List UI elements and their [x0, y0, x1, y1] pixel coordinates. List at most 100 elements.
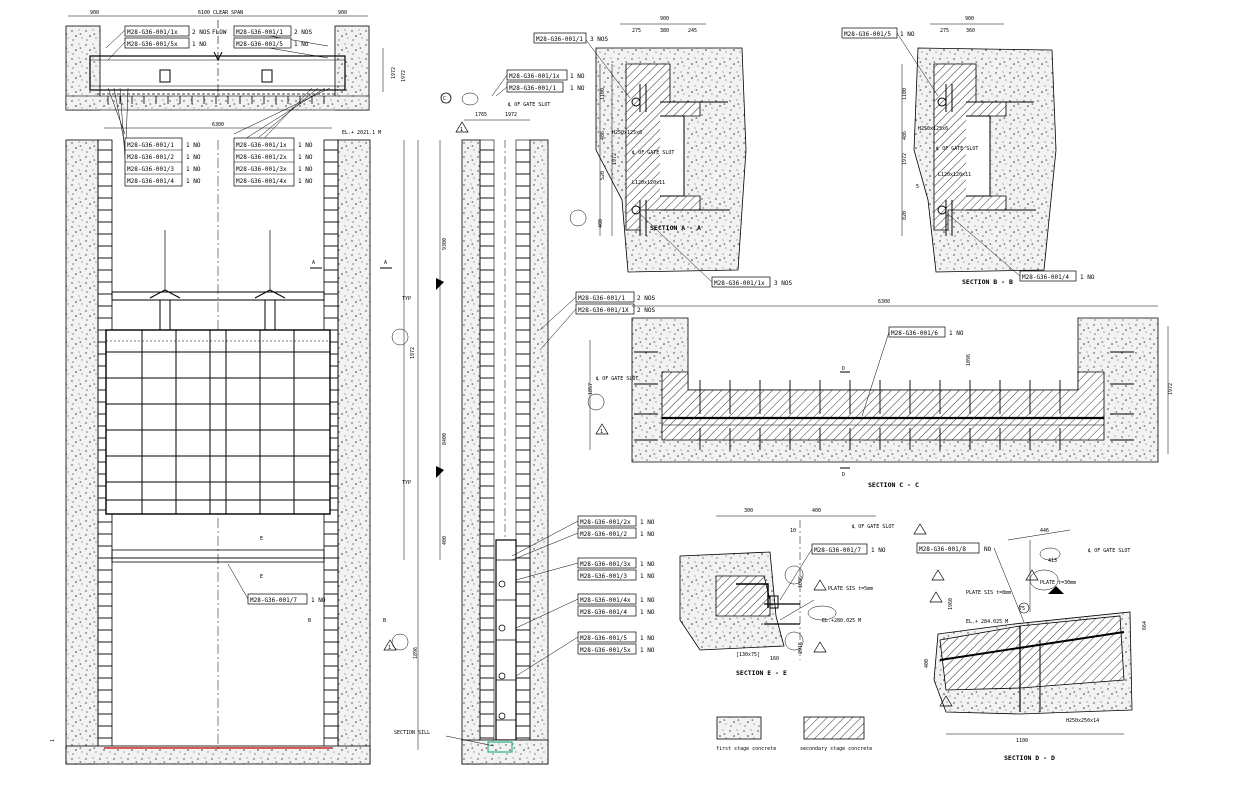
top-plan-view: FLOW 900 6100 CLEAR SPAN 900 1972 1972 C	[65, 10, 452, 171]
dim: 245	[688, 28, 697, 34]
part-tag: M28-G36-001/1	[236, 29, 283, 36]
part-tag: M28-G36-001/5x	[127, 41, 178, 48]
gate-slot-label: ℄ OF GATE SLOT	[507, 102, 550, 108]
section-title: SECTION E - E	[736, 669, 787, 677]
part-tag: M28-G36-001/1X	[578, 307, 629, 314]
cut-a-right: A	[384, 260, 387, 266]
part-qty: 2 NOS	[637, 307, 655, 314]
dim: 1100	[902, 88, 908, 100]
part-qty: 1 NO	[640, 531, 655, 538]
section-d-d: 446 413 ℄ OF GATE SLOT M28-G36-001/8 NO …	[913, 523, 1148, 762]
part-tag: M28-G36-001/4x	[236, 178, 287, 185]
dim-1972-elev: 1972	[410, 347, 416, 359]
elevation-label: EL.+ 284.025 M	[966, 619, 1008, 625]
typ-label-b: TYP	[402, 480, 411, 486]
part-qty: 1 NO	[192, 41, 207, 48]
part-qty: 1 NO	[640, 561, 655, 568]
cut-b-right: B	[383, 618, 386, 624]
section-title: SECTION C - C	[868, 481, 919, 489]
legend-second: secondary stage concrete	[800, 746, 872, 752]
dim: 664	[1142, 621, 1148, 630]
dim: 1096	[966, 354, 972, 366]
part-tag: M28-G36-001/2x	[236, 154, 287, 161]
dim: 400	[812, 508, 821, 514]
front-elevation-view: 6300 EL.+ 2021.1 M	[50, 122, 419, 765]
legend-swatch-second	[803, 716, 865, 740]
section-sill-label: SECTION SILL	[394, 730, 430, 736]
dim: 413	[1048, 558, 1057, 564]
gate-slot-label: ℄ OF GATE SLOT	[595, 376, 638, 382]
dim: 900	[660, 16, 669, 22]
part-tag: M28-G36-001/3	[127, 166, 174, 173]
part-qty: 1 NO	[640, 635, 655, 642]
part-qty: 1 NO	[298, 142, 313, 149]
side-section-view: 1765 1972 ℄ OF GATE SLOT 9300 8400 400 T…	[394, 92, 550, 765]
dim: 446	[1040, 528, 1049, 534]
part-tag: M28-G36-001/1	[578, 295, 625, 302]
plate-label: PLATE SIS t=8mm	[966, 590, 1011, 596]
part-qty: 1 NO	[298, 154, 313, 161]
part-qty: 1 NO	[298, 178, 313, 185]
dim: 400	[924, 659, 930, 668]
part-qty: NO	[984, 546, 992, 553]
legend-first: first stage concrete	[716, 746, 776, 752]
dim: 300	[744, 508, 753, 514]
section-b-b: 900 275 360 1100 486 1972 820 5 ℄ OF GAT…	[841, 16, 1095, 286]
elevation-label: EL.+280.025 M	[822, 618, 861, 624]
part-tag: M28-G36-001/5	[580, 635, 627, 642]
gate-slot-label: ℄ OF GATE SLOT	[631, 150, 674, 156]
elevation-parts-list: M28-G36-001/1 M28-G36-001/2 M28-G36-001/…	[124, 137, 313, 187]
part-tag: M28-G36-001/7	[814, 547, 861, 554]
typ-label-a: TYP	[402, 296, 411, 302]
cut-e-top: E	[260, 536, 263, 542]
section-title: SECTION D - D	[1004, 754, 1055, 762]
dim: 400	[598, 219, 604, 228]
section-title: SECTION A - A	[650, 224, 701, 232]
dim: 1100	[1016, 738, 1028, 744]
part-tag: M28-G36-001/5x	[580, 647, 631, 654]
dim: 1857	[588, 383, 594, 395]
part-tag: M28-G36-001/1x	[714, 280, 765, 287]
dim: 6300	[878, 299, 890, 305]
part-tag: M28-G36-001/2	[580, 531, 627, 538]
dim: 380	[660, 28, 669, 34]
part-tag: M28-G36-001/1	[509, 85, 556, 92]
gate-slot-label: ℄ OF GATE SLOT	[851, 524, 894, 530]
dim: 360	[966, 28, 975, 34]
cut-d-bottom: D	[842, 472, 845, 478]
part-tag: M28-G36-001/2x	[580, 519, 631, 526]
flow-label: FLOW	[212, 29, 227, 36]
dim: 820	[902, 211, 908, 220]
legend-swatch-first	[716, 716, 762, 740]
part-tag: M28-G36-001/1x	[236, 142, 287, 149]
dim: 1100	[600, 88, 606, 100]
member-label: [130x75]	[736, 652, 760, 658]
dim: 5	[916, 184, 919, 190]
dim-overall-6300: 6300	[212, 122, 224, 128]
part-qty: 1 NO	[640, 609, 655, 616]
section-c-c: 6300 1857 1972 1096 ℄ OF GATE SLOT 1 M28…	[587, 299, 1174, 489]
part-qty: 1 NO	[570, 85, 585, 92]
part-tag: M28-G36-001/1	[536, 36, 583, 43]
part-qty: 1 NO	[949, 330, 964, 337]
part-tag: M28-G36-001/3	[580, 573, 627, 580]
dim: 520	[600, 171, 606, 180]
part-qty: 1 NO	[640, 647, 655, 654]
dim-1896: 1896	[413, 647, 419, 659]
dim: 2916	[798, 642, 804, 654]
dim-400: 400	[442, 536, 448, 545]
dim-1765: 1765	[475, 112, 487, 118]
part-qty: 1 NO	[640, 519, 655, 526]
ground-mark: 1	[50, 739, 56, 742]
part-tag: M28-G36-001/7	[250, 597, 297, 604]
dim-top-right: 900	[338, 10, 347, 16]
top-parts-list: M28-G36-001/1x 2 NOS M28-G36-001/5x 1 NO…	[124, 25, 312, 49]
part-tag: M28-G36-001/4	[580, 609, 627, 616]
member-label: H250x125x6	[918, 126, 948, 132]
plate-label: PLATE SIS t=5mm	[828, 586, 873, 592]
part-qty: 1 NO	[186, 166, 201, 173]
dim: 75	[1019, 606, 1025, 612]
part-qty: 2 NOS	[294, 29, 312, 36]
part-qty: 3 NOS	[590, 36, 608, 43]
part-qty: 1 NO	[871, 547, 886, 554]
